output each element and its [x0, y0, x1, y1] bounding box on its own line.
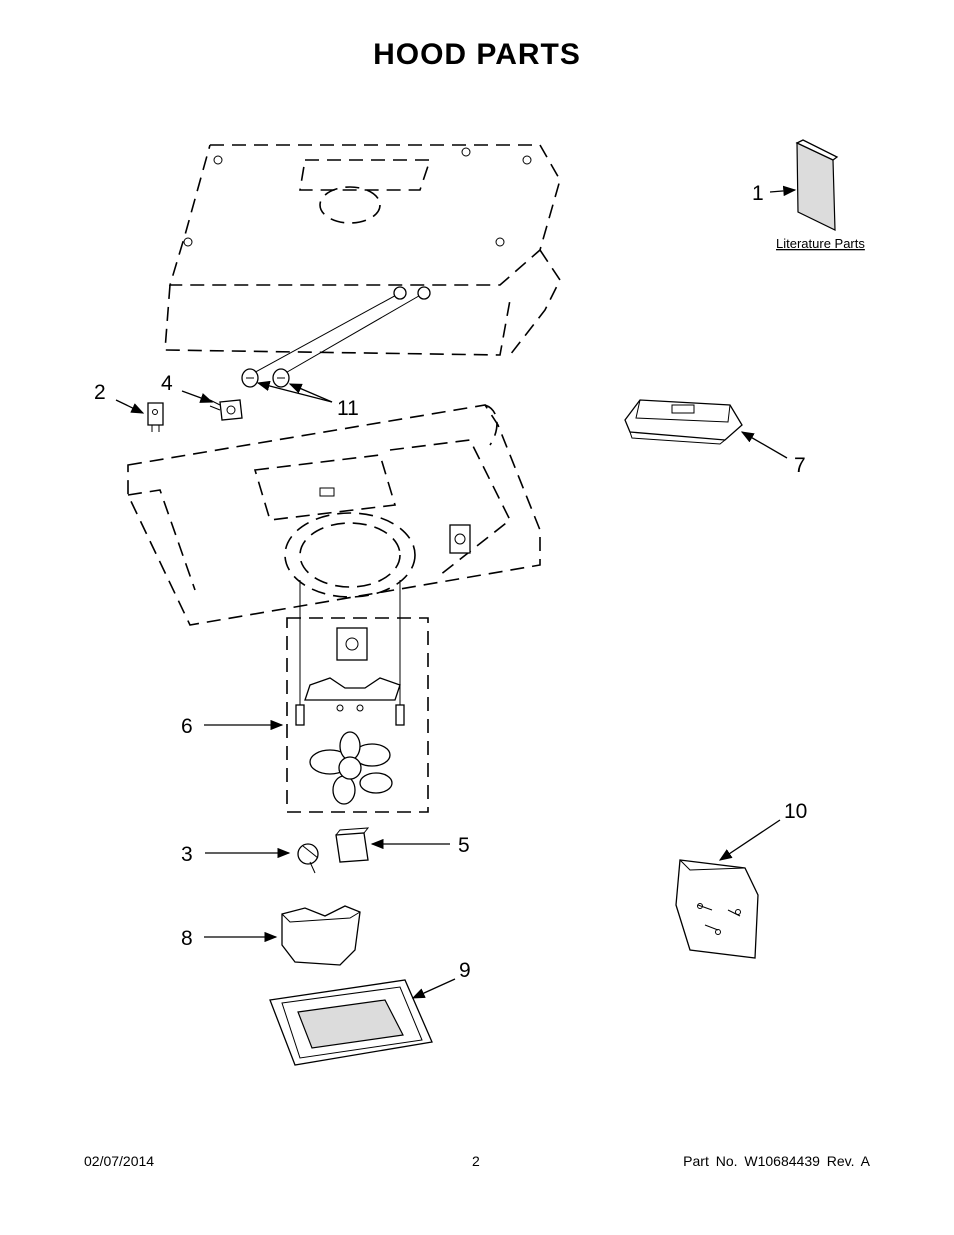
part-6-motor-assembly: [295, 627, 405, 805]
knob-shaft-line-right: [281, 292, 425, 376]
callout-5: 5: [458, 834, 470, 857]
callout-7-leader: [740, 431, 788, 459]
callout-11: 11: [337, 397, 359, 420]
part-9-grease-filter: [269, 979, 433, 1066]
part-5-capacitor: [335, 827, 370, 863]
part-3-switch: [297, 843, 319, 874]
footer-part-number: Part No. W10684439 Rev. A: [683, 1153, 870, 1169]
callout-1-leader: [769, 185, 797, 197]
part-2-bracket: [147, 402, 164, 432]
footer-page-number: 2: [472, 1153, 480, 1169]
callout-11-leader-b: [288, 383, 333, 403]
callout-9: 9: [459, 959, 471, 982]
footer-date: 02/07/2014: [84, 1153, 155, 1169]
hood-housing-outline: [164, 144, 561, 356]
literature-parts-label: Literature Parts: [776, 236, 865, 251]
part-8-cover: [281, 905, 361, 966]
callout-7: 7: [794, 454, 806, 477]
callout-2-leader: [115, 399, 145, 414]
callout-6: 6: [181, 715, 193, 738]
callout-9-leader: [411, 978, 456, 999]
control-knobs: [241, 368, 290, 388]
switch-post-left: [393, 286, 407, 300]
callout-1: 1: [752, 182, 764, 205]
callout-2: 2: [94, 381, 106, 404]
callout-4-leader: [181, 390, 214, 403]
callout-10-leader: [718, 819, 781, 861]
switch-box: [449, 524, 471, 554]
hood-chassis-outline: [127, 404, 541, 626]
fan-blade: [309, 731, 393, 805]
callout-8: 8: [181, 927, 193, 950]
callout-10: 10: [784, 800, 807, 823]
part-7-light-assembly: [624, 399, 743, 445]
switch-post-right: [417, 286, 431, 300]
part-1-literature: [795, 139, 839, 231]
callout-6-group-box: [286, 617, 429, 813]
callout-3: 3: [181, 843, 193, 866]
callout-4: 4: [161, 372, 173, 395]
page-title: HOOD PARTS: [373, 38, 581, 71]
part-4-socket: [209, 399, 243, 421]
part-10-hardware-bag: [675, 859, 759, 959]
knob-shaft-line-left: [249, 292, 401, 376]
